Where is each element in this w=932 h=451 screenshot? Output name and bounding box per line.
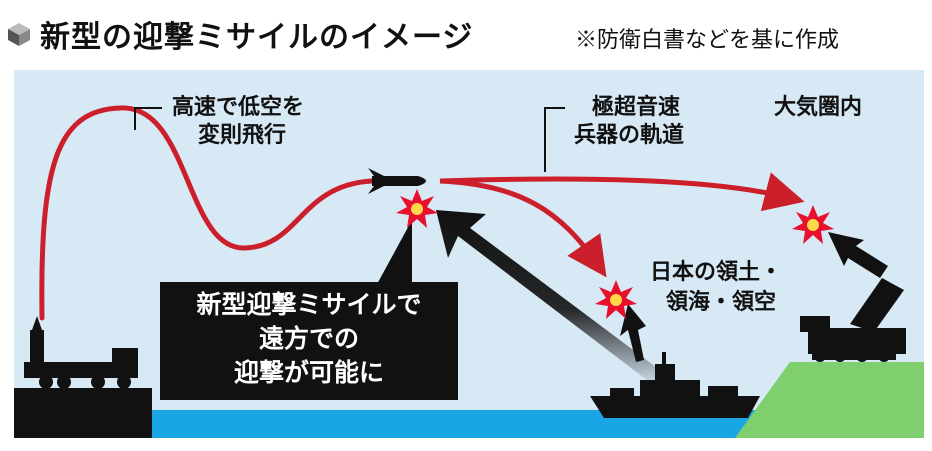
callout-line3: 迎撃が可能に bbox=[233, 358, 384, 387]
leader-line-hypersonic bbox=[544, 107, 565, 172]
callout-line1: 新型迎撃ミサイルで bbox=[196, 290, 422, 319]
cube-icon bbox=[8, 23, 30, 46]
hypersonic-label-line2: 兵器の軌道 bbox=[574, 123, 685, 148]
interceptor-callout: 新型迎撃ミサイルで 遠方での 迎撃が可能に bbox=[160, 282, 458, 400]
hypersonic-trajectory bbox=[39, 105, 375, 321]
land-japan bbox=[735, 362, 924, 438]
glide-label-line2: 変則飛行 bbox=[198, 123, 287, 148]
callout-line2: 遠方での bbox=[258, 324, 359, 353]
hypersonic-label-line1: 極超音速 bbox=[592, 95, 681, 120]
launcher-truck-icon bbox=[24, 316, 138, 389]
leader-line-glide bbox=[134, 107, 162, 130]
hypersonic-label: 極超音速 兵器の軌道 bbox=[574, 94, 684, 150]
glide-label: 高速で低空を 変則飛行 bbox=[172, 94, 304, 150]
launch-site-ground bbox=[14, 388, 152, 438]
explosion-icon bbox=[792, 205, 834, 244]
header: 新型の迎撃ミサイルのイメージ bbox=[6, 12, 473, 56]
territory-label-line2: 領海・領空 bbox=[666, 290, 777, 315]
explosion-icon bbox=[595, 280, 637, 319]
explosion-icon bbox=[396, 189, 438, 228]
missile-icon bbox=[368, 168, 426, 194]
interceptor-launcher-icon bbox=[800, 278, 906, 362]
land-interceptor-arrow bbox=[828, 232, 888, 278]
callout-pointer bbox=[376, 220, 412, 286]
glide-label-line1: 高速で低空を bbox=[172, 95, 305, 120]
trajectory-branch-right bbox=[439, 172, 805, 212]
source-note: ※防衛白書などを基に作成 bbox=[575, 28, 840, 53]
ship-interceptor-arrow bbox=[620, 304, 646, 362]
page-title: 新型の迎撃ミサイルのイメージ bbox=[40, 20, 474, 55]
trajectory-branch-down bbox=[439, 178, 607, 278]
interceptor-beam bbox=[436, 210, 676, 390]
territory-label: 日本の領土・ 領海・領空 bbox=[650, 258, 782, 318]
warship-icon bbox=[590, 352, 760, 418]
atmosphere-label: 大気圏内 bbox=[774, 95, 863, 120]
territory-label-line1: 日本の領土・ bbox=[650, 260, 783, 285]
